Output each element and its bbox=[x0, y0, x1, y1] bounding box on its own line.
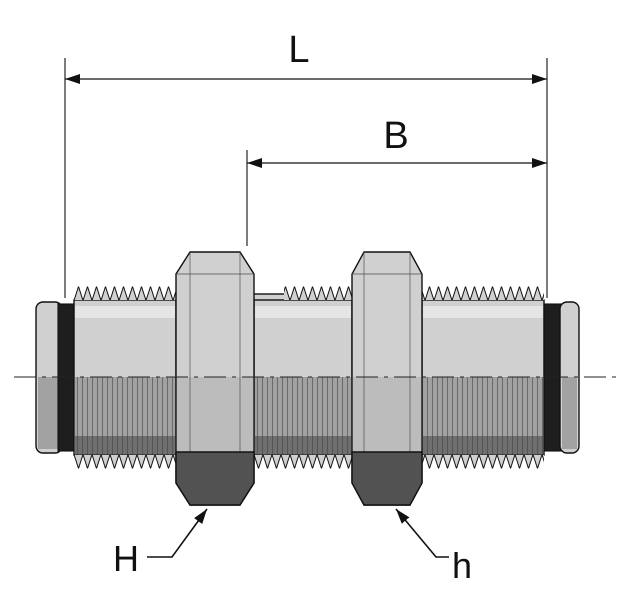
middle-thread-highlight bbox=[255, 306, 351, 318]
left-thread-ridges bbox=[75, 377, 175, 455]
hex-nut-H bbox=[175, 251, 255, 506]
fitting-body bbox=[35, 251, 580, 506]
left-thread-highlight bbox=[75, 306, 175, 318]
right-thread-crest-bottom bbox=[422, 454, 544, 469]
hex-nut-h-bottom-face bbox=[351, 451, 423, 506]
dimension-L-label: L bbox=[288, 29, 309, 71]
callout-H: H bbox=[113, 508, 208, 579]
dimension-B-label: B bbox=[383, 115, 408, 157]
middle-thread-ridges bbox=[255, 377, 351, 455]
right-thread-ridges bbox=[423, 377, 543, 455]
middle-thread-crest-bottom bbox=[254, 454, 352, 469]
callout-H-leader bbox=[147, 508, 208, 558]
hex-nut-H-bottom-face bbox=[175, 451, 255, 506]
left-end-tip-shading bbox=[38, 377, 60, 449]
middle-thread-crest-top bbox=[284, 286, 352, 301]
left-thread-crest-bottom bbox=[74, 454, 176, 469]
right-thread-crest-top bbox=[422, 286, 544, 301]
left-thread-crest-top bbox=[74, 286, 176, 301]
right-end-tip-shading bbox=[562, 377, 577, 449]
hex-nut-H-shading bbox=[177, 377, 253, 453]
dimension-L: L bbox=[64, 29, 548, 298]
right-thread-highlight bbox=[423, 306, 543, 318]
hex-nut-h-shading bbox=[353, 377, 421, 453]
callout-H-label: H bbox=[113, 538, 139, 579]
callout-h: h bbox=[395, 508, 472, 586]
callout-h-leader bbox=[395, 508, 449, 558]
callout-h-label: h bbox=[452, 545, 472, 586]
hex-nut-h bbox=[351, 251, 423, 506]
dimension-B: B bbox=[246, 115, 547, 246]
